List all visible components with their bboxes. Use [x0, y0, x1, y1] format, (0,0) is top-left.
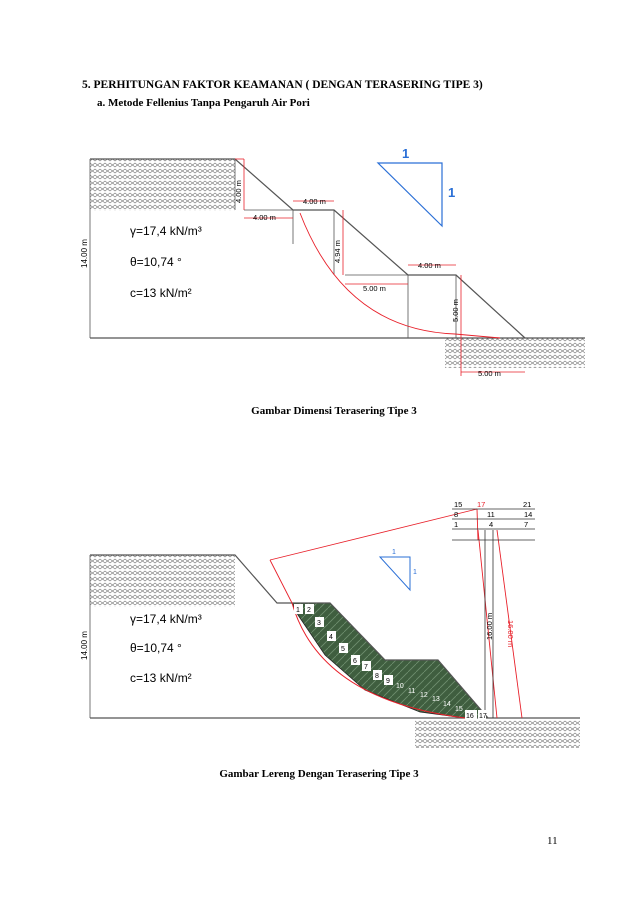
- height-label-2: 14.00 m: [80, 631, 89, 660]
- param-gamma: γ=17,4 kN/m³: [130, 224, 202, 238]
- slice-label: 9: [384, 675, 393, 685]
- slice-label: 14: [443, 701, 451, 708]
- slope-ratio-v-2: 1: [413, 569, 417, 576]
- figure-1-caption: Gambar Dimensi Terasering Tipe 3: [251, 405, 417, 417]
- svg-text:7: 7: [364, 664, 368, 671]
- svg-text:1: 1: [296, 607, 300, 614]
- grid-label-7: 7: [524, 520, 528, 529]
- svg-text:17: 17: [479, 713, 487, 720]
- slice-label: 3: [315, 617, 324, 627]
- slice-label: 13: [432, 696, 440, 703]
- figure-1-terrace-dimensions: 14.00 m 4.00 m 4.00 m 4.00 m 4.94 m 5.00…: [80, 146, 585, 378]
- svg-text:3: 3: [317, 620, 321, 627]
- dim-label-8: 5.00 m: [478, 369, 501, 378]
- slice-label: 7: [362, 661, 371, 671]
- vert-label-b: 16.00 m: [506, 620, 515, 647]
- svg-text:2: 2: [307, 607, 311, 614]
- grid-label-11: 11: [487, 510, 495, 519]
- slope-ratio-v: 1: [448, 185, 455, 200]
- page-number: 11: [547, 835, 558, 847]
- vert-label-a: 16.00 m: [485, 613, 494, 640]
- dim-label-6: 4.00 m: [418, 261, 441, 270]
- param-c: c=13 kN/m²: [130, 286, 192, 300]
- slice-label: 1: [294, 604, 303, 614]
- grid-label-17: 17: [477, 500, 485, 509]
- slice-label: 5: [339, 643, 348, 653]
- height-label: 14.00 m: [80, 239, 89, 268]
- slice-label: 4: [327, 631, 336, 641]
- svg-text:9: 9: [386, 678, 390, 685]
- svg-text:6: 6: [353, 658, 357, 665]
- section-subheading: a. Metode Fellenius Tanpa Pengaruh Air P…: [97, 97, 310, 109]
- dim-label-4: 4.94 m: [333, 240, 342, 263]
- svg-text:16: 16: [466, 713, 474, 720]
- dim-label-3: 4.00 m: [303, 197, 326, 206]
- slice-label: 8: [373, 670, 382, 680]
- slice-label: 12: [420, 692, 428, 699]
- slope-profile-2: [90, 554, 489, 719]
- param-c-2: c=13 kN/m²: [130, 671, 192, 685]
- failure-arc-2: [291, 602, 466, 719]
- slice-label: 11: [408, 688, 415, 695]
- slice-label: 16: [465, 710, 477, 720]
- svg-text:4: 4: [329, 634, 333, 641]
- failure-arc: [299, 212, 501, 339]
- dim-label-1: 4.00 m: [234, 180, 243, 203]
- ground-hatch-bottom: [445, 338, 585, 368]
- section-heading: 5. PERHITUNGAN FAKTOR KEAMANAN ( DENGAN …: [82, 79, 483, 91]
- grid-label-4: 4: [489, 520, 493, 529]
- grid-label-1: 1: [454, 520, 458, 529]
- ground-hatch-top-2: [90, 555, 235, 607]
- dim-label-5: 5.00 m: [363, 284, 386, 293]
- ground-hatch-bottom-2: [415, 720, 580, 748]
- slice-label: 2: [305, 604, 314, 614]
- figure-2-slope-slices: 14.00 m 15 17 21 8 11 14 1 4 7 16.00: [80, 500, 580, 748]
- param-theta: θ=10,74 °: [130, 255, 182, 269]
- dim-label-7: 5.00 m: [451, 299, 460, 322]
- slope-ratio-h-2: 1: [392, 549, 396, 556]
- slice-label: 17: [478, 710, 487, 720]
- slice-label: 10: [396, 683, 404, 690]
- grid-label-14: 14: [524, 510, 532, 519]
- slice-label: 6: [351, 655, 360, 665]
- grid-label-15: 15: [454, 500, 462, 509]
- grid-label-8: 8: [454, 510, 458, 519]
- param-theta-2: θ=10,74 °: [130, 641, 182, 655]
- slope-ratio-triangle-2: [378, 556, 411, 592]
- dim-label-2: 4.00 m: [253, 213, 276, 222]
- grid-label-21: 21: [523, 500, 531, 509]
- figure-2-caption: Gambar Lereng Dengan Terasering Tipe 3: [219, 768, 419, 780]
- slice-label: 15: [455, 706, 463, 713]
- ground-hatch-top: [90, 159, 235, 211]
- param-gamma-2: γ=17,4 kN/m³: [130, 612, 202, 626]
- svg-text:8: 8: [375, 673, 379, 680]
- slope-ratio-h: 1: [402, 146, 409, 161]
- slope-ratio-triangle: [376, 162, 443, 228]
- slice-labels: 1 2 3 4 5 6 7 8 9 10 11 12 13 14 15 16 1…: [294, 604, 487, 720]
- svg-text:5: 5: [341, 646, 345, 653]
